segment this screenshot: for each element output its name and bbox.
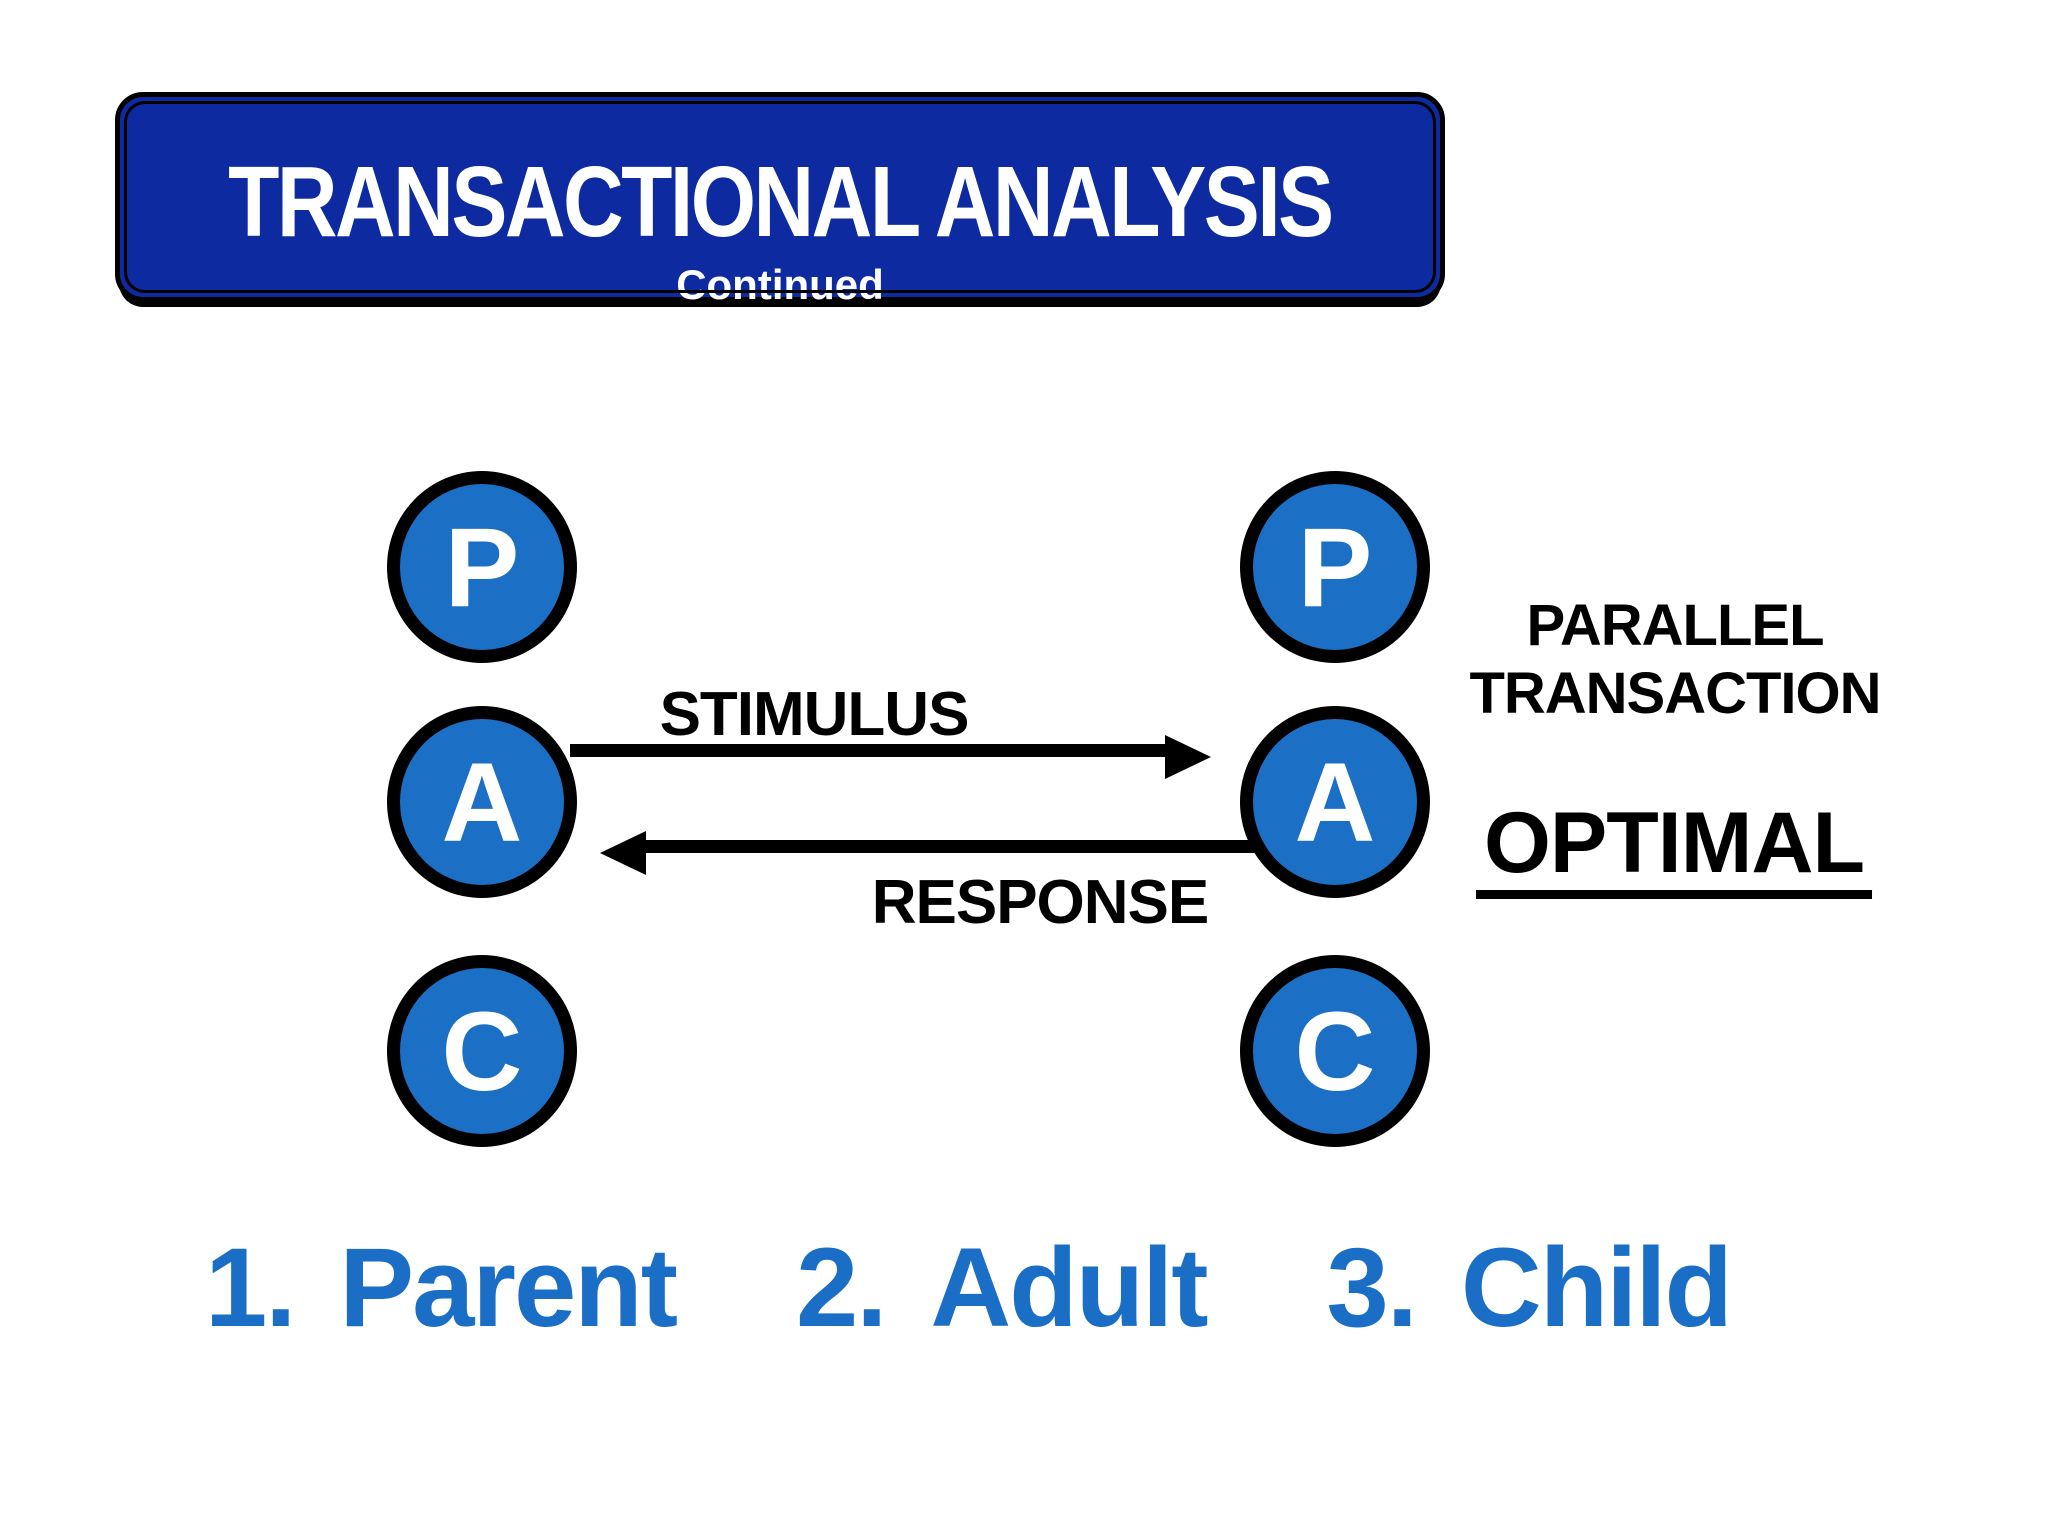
- stimulus-arrowhead-icon: [1165, 735, 1211, 779]
- legend-label-child: Child: [1460, 1225, 1733, 1350]
- left-parent-circle: P: [387, 471, 577, 663]
- parallel-transaction-note: PARALLEL TRANSACTION: [1469, 592, 1881, 729]
- legend: 1. Parent 2. Adult 3. Child: [205, 1225, 1733, 1350]
- right-child-circle: C: [1240, 955, 1430, 1147]
- slide-title: TRANSACTIONAL ANALYSIS: [228, 146, 1334, 258]
- left-child-circle: C: [387, 955, 577, 1147]
- legend-item-adult: 2. Adult: [795, 1225, 1209, 1350]
- left-child-letter: C: [441, 989, 523, 1114]
- right-parent-letter: P: [1297, 505, 1373, 630]
- legend-number-3: 3.: [1326, 1225, 1418, 1350]
- stimulus-label: STIMULUS: [659, 680, 970, 749]
- right-adult-circle: A: [1240, 706, 1430, 898]
- response-arrowhead-icon: [600, 831, 646, 875]
- title-banner: TRANSACTIONAL ANALYSIS Continued: [115, 92, 1445, 306]
- parallel-note-line2: TRANSACTION: [1469, 661, 1881, 727]
- legend-label-adult: Adult: [930, 1225, 1208, 1350]
- parallel-note-line1: PARALLEL: [1526, 593, 1824, 658]
- right-child-letter: C: [1294, 989, 1376, 1114]
- left-adult-circle: A: [387, 706, 577, 898]
- optimal-note: OPTIMAL: [1476, 800, 1872, 899]
- right-adult-letter: A: [1294, 740, 1376, 865]
- left-adult-letter: A: [441, 740, 523, 865]
- slide-subtitle: Continued: [676, 261, 884, 308]
- left-parent-letter: P: [444, 505, 520, 630]
- right-parent-circle: P: [1240, 471, 1430, 663]
- legend-number-2: 2.: [795, 1225, 887, 1350]
- response-label: RESPONSE: [871, 868, 1210, 937]
- stimulus-arrow-shaft: [570, 744, 1166, 757]
- legend-item-child: 3. Child: [1326, 1225, 1733, 1350]
- response-arrow-shaft: [646, 840, 1262, 853]
- legend-label-parent: Parent: [339, 1225, 678, 1350]
- legend-item-parent: 1. Parent: [205, 1225, 678, 1350]
- legend-number-1: 1.: [205, 1225, 296, 1350]
